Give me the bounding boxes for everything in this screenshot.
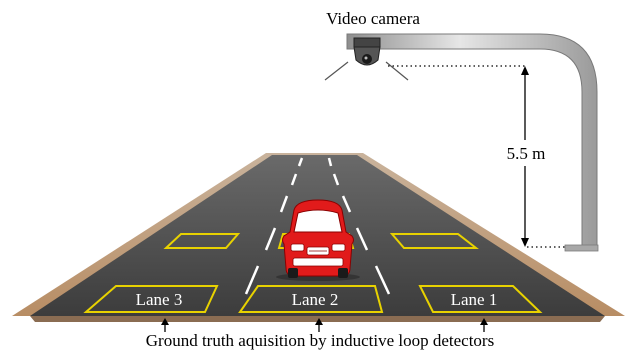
loop-lane1-near xyxy=(418,285,543,313)
lane-dividers xyxy=(244,157,391,295)
arrow-up-icon xyxy=(480,318,488,332)
camera-pole xyxy=(346,33,599,252)
arrow-down-icon xyxy=(521,238,529,247)
road-edge xyxy=(30,316,605,322)
arrow-up-icon xyxy=(161,318,169,332)
arrow-up-icon xyxy=(521,66,529,75)
lane-label-3: Lane 3 xyxy=(136,290,183,309)
lane-labels: Lane 3 Lane 2 Lane 1 xyxy=(136,290,498,309)
car-icon xyxy=(276,199,360,281)
loop-lane1-far xyxy=(389,233,479,249)
loop-lane2-near xyxy=(238,285,384,313)
loop-lane3-near xyxy=(83,285,219,313)
camera-label: Video camera xyxy=(326,9,420,28)
detector-arrows xyxy=(161,318,488,332)
caption: Ground truth aquisition by inductive loo… xyxy=(146,331,494,350)
height-label: 5.5 m xyxy=(507,144,546,163)
lane-label-1: Lane 1 xyxy=(451,290,498,309)
loop-lane3-far xyxy=(163,233,241,249)
arrow-up-icon xyxy=(315,318,323,332)
camera-icon xyxy=(324,37,409,81)
lane-label-2: Lane 2 xyxy=(292,290,339,309)
